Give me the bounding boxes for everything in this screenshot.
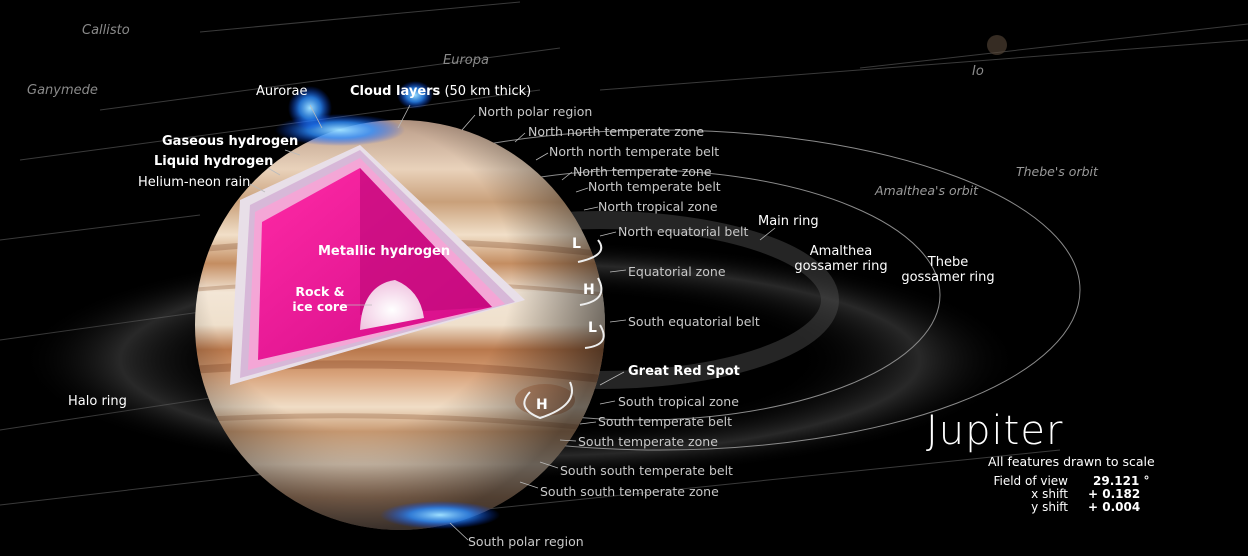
pressure-marker-l1: L — [572, 236, 581, 252]
leader-lines — [249, 104, 776, 541]
stat-label-y-shift: y shift — [1031, 500, 1068, 514]
band-nn-temperate-belt: North north temperate belt — [549, 144, 720, 159]
band-s-tropical-zone: South tropical zone — [618, 394, 739, 409]
ring-label-thebe-line2: gossamer ring — [901, 270, 995, 285]
band-equatorial-zone: Equatorial zone — [628, 264, 726, 279]
ring-label-thebe-line1: Thebe — [927, 255, 969, 270]
band-s-temperate-zone: South temperate zone — [578, 434, 718, 449]
label-helium-neon-rain: Helium-neon rain — [138, 175, 251, 190]
label-liquid-hydrogen: Liquid hydrogen — [154, 154, 274, 169]
band-n-temperate-belt: North temperate belt — [588, 179, 721, 194]
label-aurorae: Aurorae — [256, 84, 308, 99]
moon-label-ganymede: Ganymede — [27, 83, 98, 98]
band-ss-temperate-zone: South south temperate zone — [540, 484, 719, 499]
moon-label-callisto: Callisto — [82, 23, 130, 38]
diagram-subtitle: All features drawn to scale — [988, 454, 1155, 469]
label-gaseous-hydrogen: Gaseous hydrogen — [162, 134, 299, 149]
band-south-polar-region: South polar region — [468, 534, 584, 549]
ring-label-halo: Halo ring — [68, 394, 127, 409]
orbit-label-amalthea: Amalthea's orbit — [875, 183, 979, 198]
stat-value-y-shift: + 0.004 — [1088, 500, 1141, 514]
orbit-label-thebe: Thebe's orbit — [1016, 164, 1098, 179]
band-s-temperate-belt: South temperate belt — [598, 414, 733, 429]
stat-value-x-shift: + 0.182 — [1088, 487, 1141, 501]
ring-label-amalthea-gossamer: Amalthea gossamer ring — [786, 244, 896, 274]
band-great-red-spot: Great Red Spot — [628, 364, 740, 379]
pressure-marker-h2: H — [536, 397, 548, 413]
stat-value-fov: 29.121 ° — [1093, 474, 1150, 488]
label-metallic-hydrogen: Metallic hydrogen — [318, 244, 451, 259]
diagram-title: Jupiter — [926, 408, 1064, 454]
label-core-line1: Rock & — [295, 284, 345, 299]
pressure-marker-h1: H — [583, 282, 595, 298]
ring-label-amalthea-line1: Amalthea — [809, 244, 873, 259]
moon-label-io: Io — [972, 64, 984, 79]
label-cloud-layers-note: (50 km thick) — [444, 84, 532, 99]
ring-label-thebe-gossamer: Thebe gossamer ring — [898, 255, 998, 285]
ring-label-amalthea-line2: gossamer ring — [794, 259, 888, 274]
band-n-temperate-zone: North temperate zone — [573, 164, 712, 179]
moon-label-europa: Europa — [443, 53, 489, 68]
label-core-line2: ice core — [292, 299, 348, 314]
band-ss-temperate-belt: South south temperate belt — [560, 463, 733, 478]
label-cloud-layers: Cloud layers — [350, 84, 441, 99]
band-n-equatorial-belt: North equatorial belt — [618, 224, 749, 239]
label-cloud-layers-group: Cloud layers (50 km thick) — [350, 84, 531, 99]
pressure-marker-l2: L — [588, 320, 597, 336]
band-nn-temperate-zone: North north temperate zone — [528, 124, 705, 139]
band-n-tropical-zone: North tropical zone — [598, 199, 718, 214]
io-moon — [987, 35, 1007, 55]
ring-label-main: Main ring — [758, 214, 819, 229]
band-s-equatorial-belt: South equatorial belt — [628, 314, 760, 329]
label-rock-ice-core: Rock & ice core — [290, 284, 350, 314]
circulation-arrows — [523, 239, 605, 420]
rock-ice-core — [360, 280, 424, 330]
stat-label-x-shift: x shift — [1031, 487, 1068, 501]
south-aurora — [380, 501, 500, 529]
interior-cutaway — [230, 145, 525, 385]
stat-label-fov: Field of view — [993, 474, 1068, 488]
band-north-polar-region: North polar region — [478, 104, 593, 119]
